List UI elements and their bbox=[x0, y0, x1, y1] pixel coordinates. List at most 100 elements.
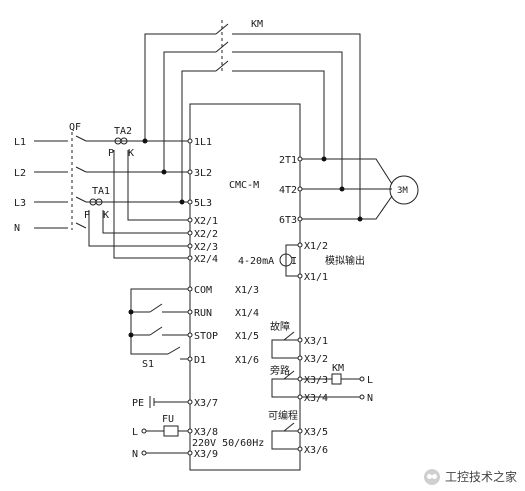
supply-label: 220V 50/60Hz bbox=[192, 438, 264, 449]
s1-label: S1 bbox=[142, 359, 154, 370]
motor-label: 3M bbox=[397, 186, 408, 196]
terminal-d1: D1 bbox=[194, 355, 206, 366]
terminal-dot bbox=[187, 428, 193, 434]
fault-relay-label: 故障 bbox=[270, 320, 290, 333]
terminal-dot bbox=[297, 186, 303, 192]
qf-label: QF bbox=[69, 122, 81, 133]
prog-relay-contact bbox=[283, 422, 295, 432]
terminal-x31: X3/1 bbox=[304, 336, 328, 347]
ta2-k-wire bbox=[127, 150, 190, 221]
analog-current-label: 4-20mA bbox=[238, 256, 274, 267]
terminal-x36: X3/6 bbox=[304, 445, 328, 456]
com-wire bbox=[130, 288, 190, 355]
km-coil bbox=[331, 373, 342, 385]
l2-label: L2 bbox=[14, 168, 26, 179]
terminal-x24: X2/4 bbox=[194, 254, 218, 265]
junction-stop bbox=[128, 332, 134, 338]
terminal-x21: X2/1 bbox=[194, 216, 218, 227]
prog-relay-label: 可编程 bbox=[268, 409, 298, 422]
l1-label: L1 bbox=[14, 137, 26, 148]
supply-n-label: N bbox=[132, 449, 138, 460]
terminal-x32: X3/2 bbox=[304, 354, 328, 365]
terminal-com: COM bbox=[194, 285, 212, 296]
terminal-x39: X3/9 bbox=[194, 449, 218, 460]
qf-contact-n bbox=[75, 222, 87, 229]
motor-wire-1 bbox=[300, 158, 393, 185]
supply-n-terminal bbox=[141, 450, 147, 456]
terminal-dot bbox=[187, 356, 193, 362]
terminal-6t3: 6T3 bbox=[279, 215, 297, 226]
ta1-k-label: K bbox=[103, 210, 109, 221]
bypass-relay-loop bbox=[271, 378, 300, 398]
terminal-x12: X1/2 bbox=[304, 241, 328, 252]
terminal-dot bbox=[297, 273, 303, 279]
terminal-dot bbox=[297, 156, 303, 162]
ta1-k-wire bbox=[102, 210, 190, 234]
stop-button-contact bbox=[149, 326, 163, 336]
junction-l1 bbox=[142, 138, 148, 144]
terminal-x35: X3/5 bbox=[304, 427, 328, 438]
terminal-x22: X2/2 bbox=[194, 229, 218, 240]
device-label: CMC-M bbox=[229, 180, 259, 191]
ta2-k-label: K bbox=[128, 148, 134, 159]
pe-label: PE bbox=[132, 398, 144, 409]
ta1-p-wire bbox=[88, 210, 190, 247]
ext-l-terminal bbox=[359, 376, 365, 382]
bypass-return-2 bbox=[232, 51, 343, 190]
label-x15: X1/5 bbox=[235, 331, 259, 342]
bypass-return-3 bbox=[232, 70, 325, 160]
terminal-dot bbox=[187, 332, 193, 338]
terminal-dot bbox=[297, 446, 303, 452]
terminal-dot bbox=[297, 216, 303, 222]
fuse bbox=[163, 425, 179, 437]
terminal-dot bbox=[187, 230, 193, 236]
junction-l2 bbox=[161, 169, 167, 175]
terminal-run: RUN bbox=[194, 308, 212, 319]
terminal-dot bbox=[187, 169, 193, 175]
terminal-dot bbox=[187, 255, 193, 261]
terminal-x33: X3/3 bbox=[304, 375, 328, 386]
ta2-coil-b bbox=[120, 137, 128, 145]
ta2-p-label: P bbox=[108, 148, 114, 159]
terminal-dot bbox=[187, 217, 193, 223]
terminal-dot bbox=[297, 355, 303, 361]
motor-wire-3 bbox=[300, 195, 393, 220]
ta1-coil-b bbox=[95, 198, 103, 206]
wechat-icon bbox=[423, 468, 440, 485]
terminal-dot bbox=[187, 138, 193, 144]
terminal-dot bbox=[187, 286, 193, 292]
terminal-1l1: 1L1 bbox=[194, 137, 212, 148]
analog-output-label: 模拟输出 bbox=[325, 254, 365, 267]
terminal-dot bbox=[187, 450, 193, 456]
prog-relay-loop bbox=[271, 430, 300, 450]
km-contact-3 bbox=[215, 60, 229, 72]
terminal-dot bbox=[297, 242, 303, 248]
terminal-dot bbox=[187, 199, 193, 205]
junction-4t2 bbox=[339, 186, 345, 192]
terminal-2t1: 2T1 bbox=[279, 155, 297, 166]
bypass-wire-3 bbox=[181, 70, 216, 202]
junction-6t3 bbox=[357, 216, 363, 222]
terminal-dot bbox=[187, 309, 193, 315]
analog-source-label: I bbox=[291, 256, 297, 267]
ta1-label: TA1 bbox=[92, 186, 110, 197]
supply-l-label: L bbox=[132, 427, 138, 438]
terminal-dot bbox=[187, 399, 193, 405]
bypass-relay-contact bbox=[283, 370, 295, 380]
n-label: N bbox=[14, 223, 20, 234]
junction-run bbox=[128, 309, 134, 315]
ta2-label: TA2 bbox=[114, 126, 132, 137]
ta2-p-wire bbox=[113, 150, 190, 259]
supply-l-terminal bbox=[141, 428, 147, 434]
motor-symbol bbox=[389, 175, 419, 205]
ext-n-terminal bbox=[359, 394, 365, 400]
fu-label: FU bbox=[162, 414, 174, 425]
label-x13: X1/3 bbox=[235, 285, 259, 296]
terminal-dot bbox=[297, 337, 303, 343]
terminal-x34: X3/4 bbox=[304, 393, 328, 404]
s1-contact bbox=[167, 346, 181, 355]
terminal-dot bbox=[297, 394, 303, 400]
ta1-p-label: P bbox=[84, 210, 90, 221]
qf-contact-l2 bbox=[75, 166, 87, 173]
qf-contact-l3 bbox=[75, 196, 87, 203]
